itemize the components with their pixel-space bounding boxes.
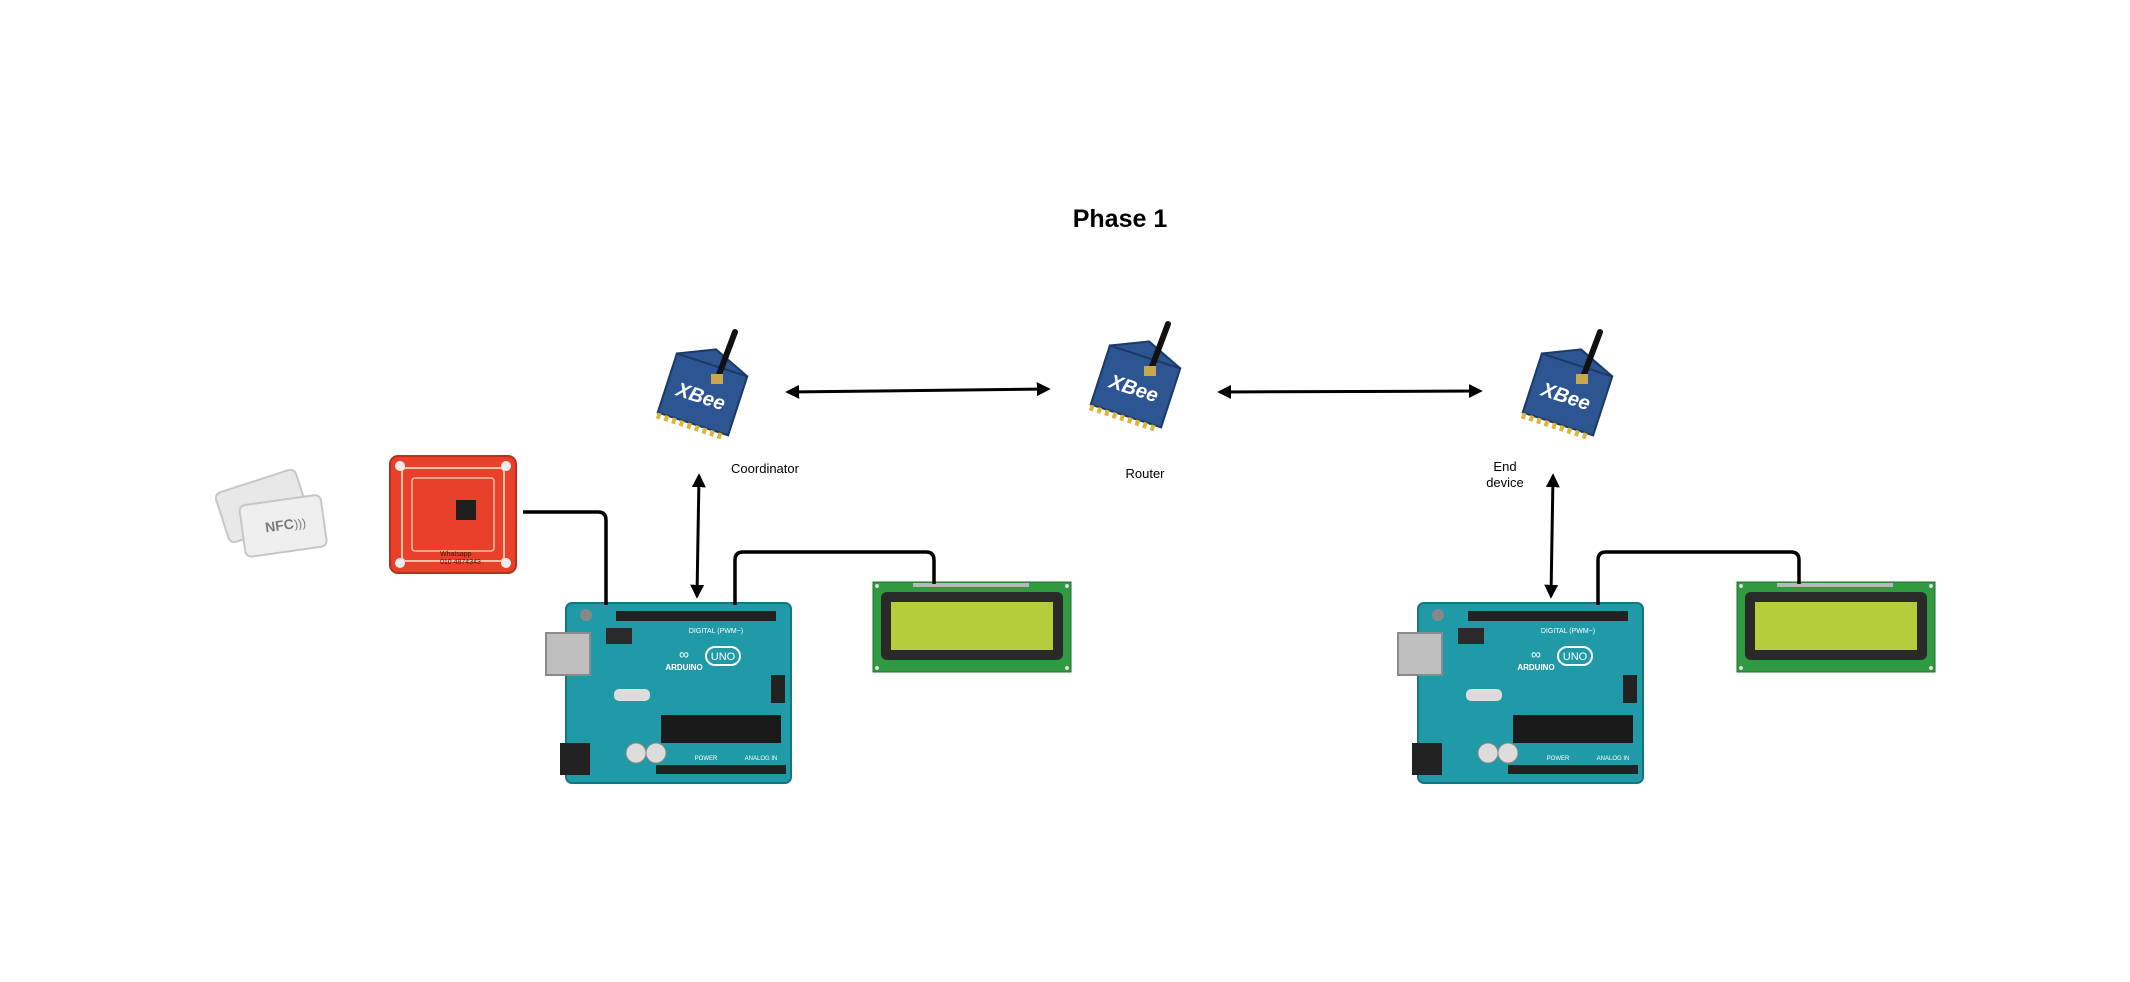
arduino-uno-right xyxy=(1397,602,1644,784)
link-router-end-device xyxy=(1217,384,1483,399)
link-coordinator-arduino xyxy=(690,473,706,599)
xbee-end-device xyxy=(1521,332,1617,441)
xbee-coordinator xyxy=(656,332,752,441)
nfc-reader-text-2: 010 4874343 xyxy=(440,559,481,566)
nfc-reader: Whatsapp 010 4874343 xyxy=(389,455,517,574)
nfc-card-text: NFC xyxy=(264,515,295,535)
link-end-device-arduino xyxy=(1544,473,1560,599)
end-device-label-line1: End xyxy=(1493,459,1517,474)
nfc-wave-icon: ))) xyxy=(293,516,307,532)
coordinator-label: Coordinator xyxy=(731,461,799,476)
link-coordinator-router xyxy=(785,382,1051,399)
xbee-router xyxy=(1089,324,1185,433)
end-device-label-line2: device xyxy=(1486,475,1524,490)
nfc-cards: NFC ))) xyxy=(214,468,328,558)
arduino-uno-left xyxy=(545,602,792,784)
nfc-card-front: NFC ))) xyxy=(238,494,328,558)
end-device-label: End device xyxy=(1465,459,1545,491)
wire-arduino-lcd-left xyxy=(733,550,936,605)
diagram-title: Phase 1 xyxy=(1072,205,1168,233)
lcd-display-right xyxy=(1736,581,1936,673)
nfc-reader-text-1: Whatsapp xyxy=(440,551,472,558)
router-label: Router xyxy=(1125,466,1165,481)
wire-arduino-lcd-right xyxy=(1596,550,1801,605)
lcd-display-left xyxy=(872,581,1072,673)
wire-reader-arduino xyxy=(523,510,608,605)
